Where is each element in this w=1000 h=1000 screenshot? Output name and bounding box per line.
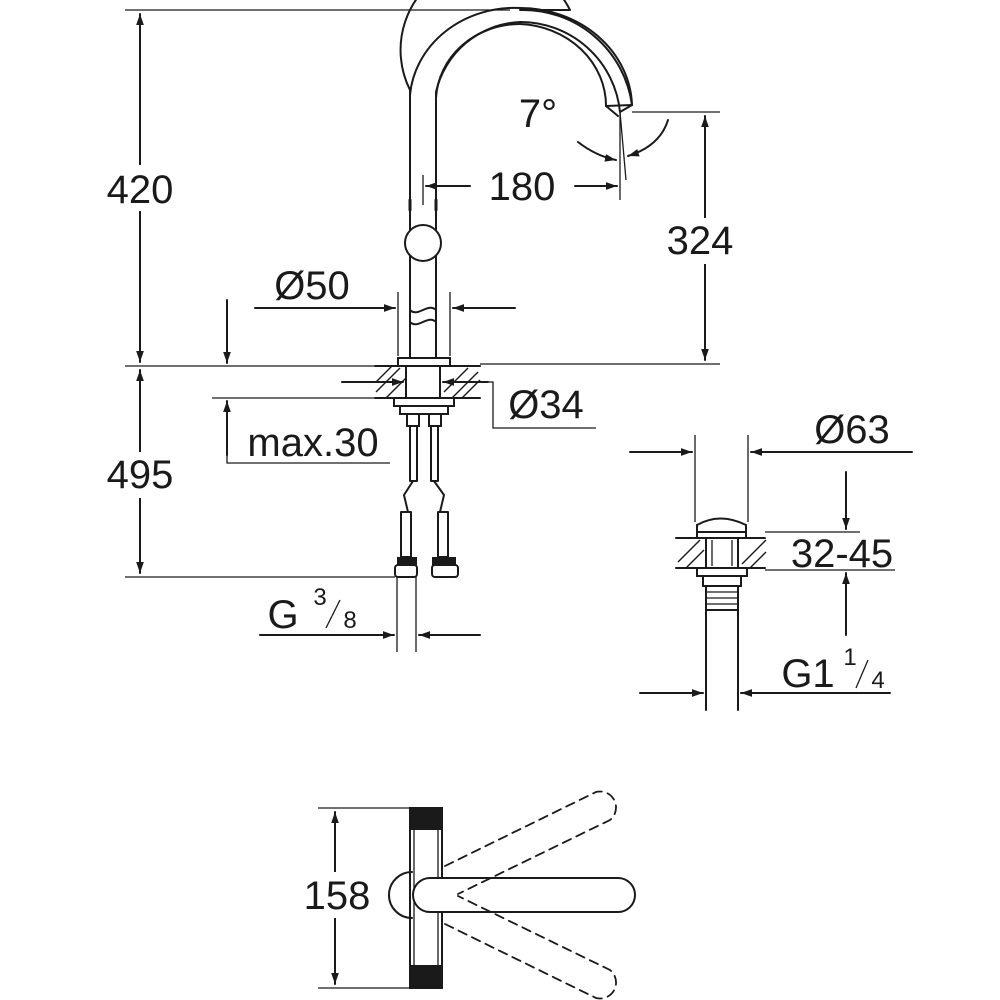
dim-324-label: 324 xyxy=(667,219,734,263)
dim-g1-den: 4 xyxy=(871,667,884,694)
dim-waste-diameter: Ø63 xyxy=(629,408,913,522)
nut xyxy=(399,405,449,415)
dim-max30-label: max.30 xyxy=(247,421,378,465)
lever-position-down xyxy=(444,895,617,1000)
dim-180-label: 180 xyxy=(489,165,556,209)
supply-hoses xyxy=(394,413,459,578)
dim-158-label: 158 xyxy=(304,874,371,918)
dim-g-den: 8 xyxy=(343,607,356,634)
lever-position-up xyxy=(444,790,617,895)
washer xyxy=(393,397,455,407)
spout-outer xyxy=(399,0,633,366)
dim-420-label: 420 xyxy=(107,168,174,212)
dim-g-num: 3 xyxy=(313,584,326,611)
dim-spout-reach: 180 xyxy=(422,112,621,209)
faucet-front-view xyxy=(374,0,633,578)
lever-handle xyxy=(412,877,636,913)
dim-base-diameter: Ø50 xyxy=(254,264,516,356)
dim-angle-label: 7° xyxy=(519,92,557,136)
dim-o63-label: Ø63 xyxy=(814,408,890,452)
body-break xyxy=(409,306,437,314)
dim-spout-angle: 7° xyxy=(519,92,669,181)
body-knurl xyxy=(410,808,442,988)
spout-tip xyxy=(605,104,633,107)
lever-pivot xyxy=(388,871,413,919)
dim-max-deck: max.30 xyxy=(212,299,392,465)
dim-spout-height: 324 xyxy=(480,111,752,365)
top-view xyxy=(388,790,636,1000)
dim-hose-length: 495 xyxy=(95,369,395,578)
dim-waste-thread: G1 1 4 xyxy=(639,644,891,697)
waste-assembly xyxy=(675,517,767,711)
dim-g-label: G xyxy=(267,593,298,637)
spout-inner-curve xyxy=(435,22,608,301)
waste-cap xyxy=(696,517,747,533)
dim-o34-label: Ø34 xyxy=(508,383,584,427)
dim-g1-label: G1 xyxy=(781,652,834,696)
spout-outer-curve xyxy=(409,6,633,301)
dim-495-label: 495 xyxy=(107,453,174,497)
dim-g1-num: 1 xyxy=(843,644,856,671)
waste-nut xyxy=(696,567,748,577)
mounting-stud xyxy=(405,365,441,399)
dim-waste-range: 32-45 xyxy=(765,471,895,636)
dim-height-total: 420 xyxy=(95,9,510,367)
base-flange xyxy=(397,357,451,367)
body-break xyxy=(409,318,437,326)
basin-hatching xyxy=(677,539,767,569)
dim-32-45-label: 32-45 xyxy=(791,532,893,576)
waste-body xyxy=(705,537,739,569)
lever-knob xyxy=(404,224,442,262)
dim-lever-depth: 158 xyxy=(292,807,410,989)
spout-tip-edge xyxy=(605,105,619,117)
dim-connection-thread: G 3 8 xyxy=(259,577,481,652)
dim-hole-diameter: Ø34 xyxy=(341,378,596,429)
waste-nut-lower xyxy=(702,575,742,587)
dim-o50-label: Ø50 xyxy=(274,264,350,308)
